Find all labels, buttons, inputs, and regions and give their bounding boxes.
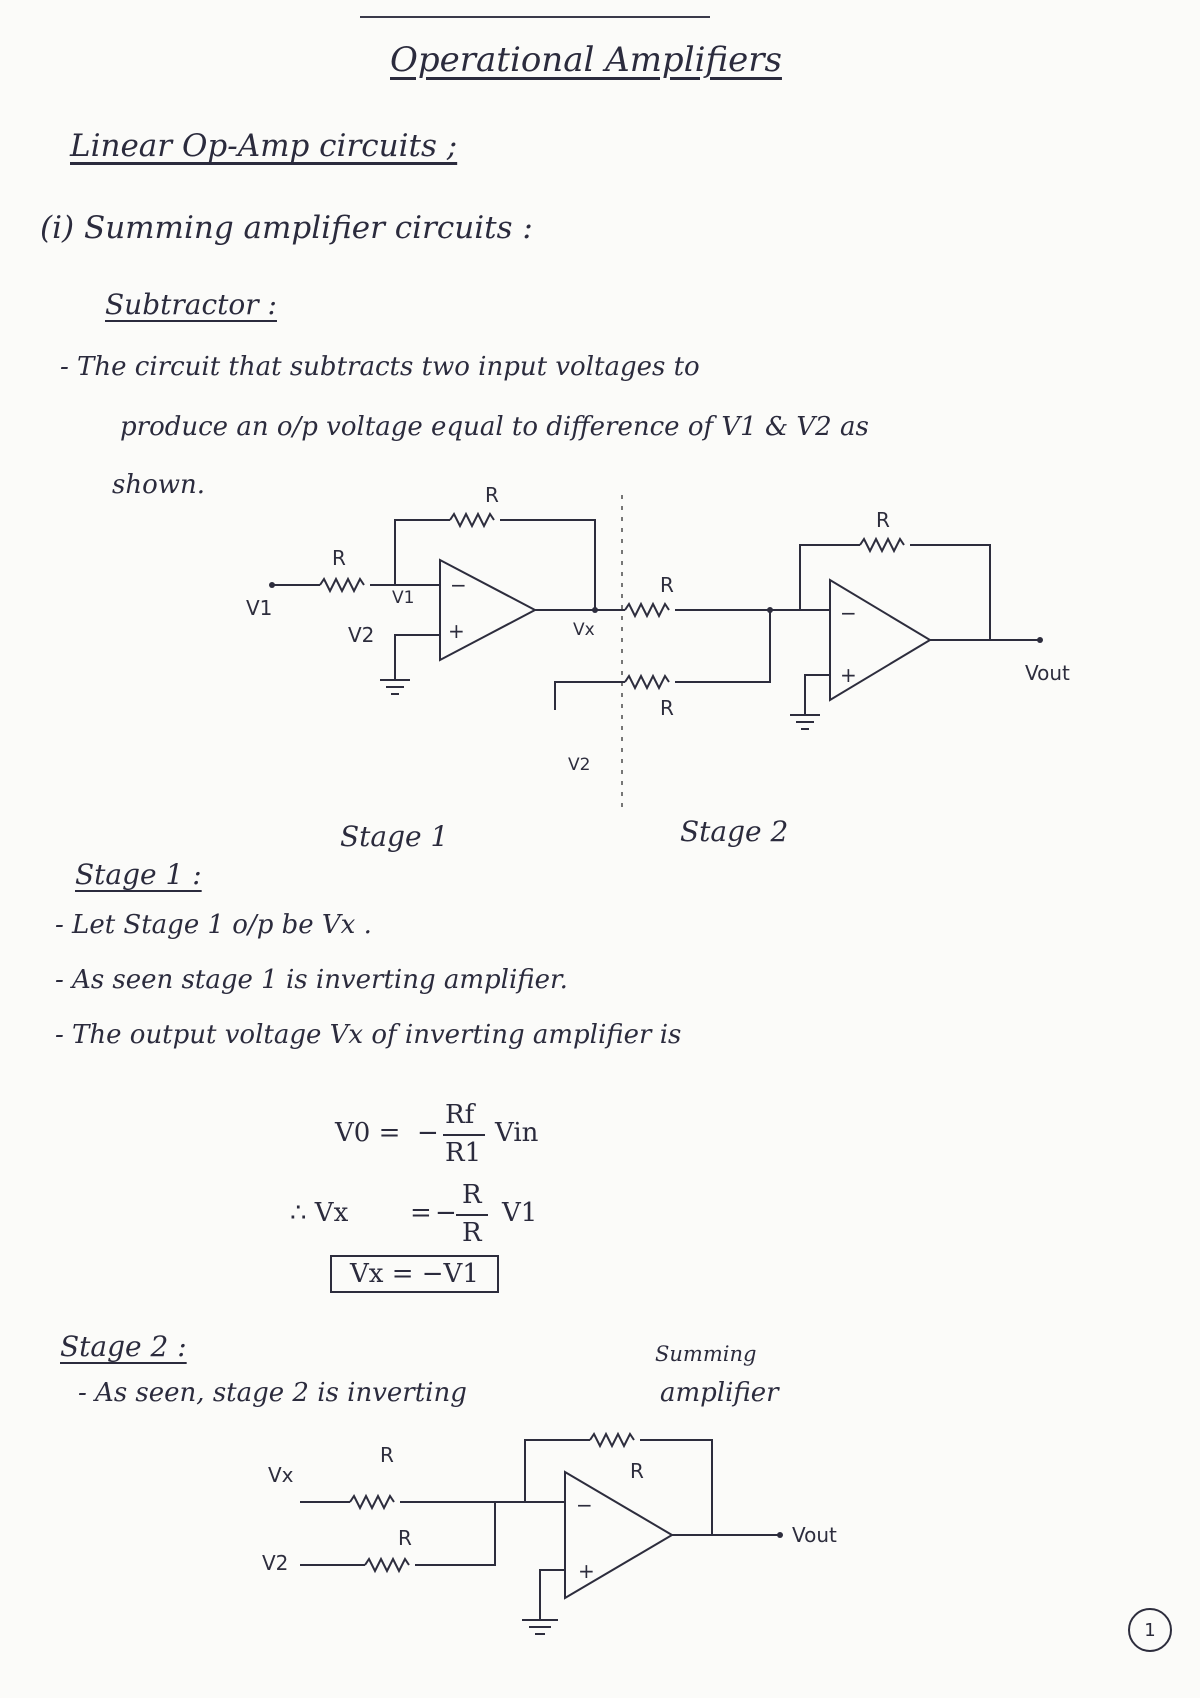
- stage1-heading: Stage 1 :: [75, 858, 202, 891]
- stage2-feedback-wire-right: [910, 544, 991, 640]
- stage1-diagram-label: Stage 1: [340, 820, 449, 853]
- s2-vx-resistor: [349, 1493, 395, 1511]
- stage1-input-resistor: [319, 576, 365, 594]
- s2-v2-r-label: R: [398, 1526, 412, 1550]
- eq1-denominator: R1: [445, 1138, 482, 1168]
- stage1-result-box: Vx = −V1: [330, 1255, 499, 1293]
- stage2-feedback-wire-left: [799, 544, 860, 610]
- page-title: Operational Amplifiers: [390, 40, 782, 80]
- s2-feedback-r-label: R: [630, 1459, 644, 1483]
- eq2-numerator: R: [462, 1180, 482, 1210]
- stage2-feedback-r-label: R: [876, 508, 890, 532]
- stage2-feedback-resistor: [859, 536, 905, 554]
- op-amp-1-plus: +: [448, 619, 465, 643]
- stage2-line-1b: amplifier: [660, 1378, 779, 1408]
- stage1-input-r-label: R: [332, 546, 346, 570]
- stage2-heading: Stage 2 :: [60, 1330, 187, 1363]
- page-number-circle: 1: [1128, 1608, 1172, 1652]
- v2-plus-label: V2: [348, 623, 374, 647]
- intro-line-1: - The circuit that subtracts two input v…: [60, 352, 700, 382]
- eq1-lhs: V0 =: [335, 1118, 401, 1148]
- op-amp-1-minus: −: [450, 573, 467, 597]
- subtractor-circuit-diagram: R R V1 V1 − + V2 Vx R R V2: [246, 483, 1070, 810]
- eq2-denominator: R: [462, 1218, 482, 1248]
- eq2-equals: =: [410, 1198, 432, 1228]
- topic-heading: Subtractor :: [105, 288, 277, 321]
- stage2-v2-join-wire: [675, 610, 771, 683]
- eq2-prefix: ∴ Vx: [290, 1198, 349, 1228]
- stage2-ground-wire: [804, 674, 830, 715]
- eq2-fraction-bar: [456, 1214, 488, 1216]
- eq1-rhs: Vin: [495, 1118, 539, 1148]
- vx-label: Vx: [573, 620, 595, 640]
- s2-feedback-wire-left: [524, 1439, 590, 1502]
- s2-v2-resistor: [364, 1556, 410, 1574]
- stage1-feedback-resistor: [449, 511, 495, 529]
- s2-op-amp-triangle: [564, 1470, 674, 1600]
- stage2-v2-input-wire: [554, 681, 625, 710]
- s2-feedback-wire-right: [640, 1439, 713, 1535]
- vout-label: Vout: [1025, 661, 1070, 685]
- stage1-feedback-r-label: R: [485, 483, 499, 507]
- s2-v2-label: V2: [262, 1551, 288, 1575]
- stage2-vx-resistor: [624, 601, 670, 619]
- s2-op-amp-plus: +: [578, 1559, 595, 1583]
- op-amp-1-triangle: [439, 558, 538, 662]
- section-heading: Linear Op-Amp circuits ;: [70, 128, 458, 164]
- eq2-minus: −: [435, 1198, 457, 1228]
- stage2-vx-r-label: R: [660, 573, 674, 597]
- s2-vx-r-label: R: [380, 1443, 394, 1467]
- op-amp-2-triangle: [829, 578, 932, 702]
- stage2-line-1a: - As seen, stage 2 is inverting: [78, 1378, 467, 1408]
- stage1-line-3: - The output voltage Vx of inverting amp…: [55, 1020, 682, 1050]
- s2-v2-join-wire: [415, 1502, 496, 1566]
- s2-vout-terminal: [777, 1532, 783, 1538]
- vout-terminal: [1037, 637, 1043, 643]
- v1-node-label: V1: [392, 588, 414, 608]
- noninverting-ground-wire: [394, 634, 440, 680]
- subsection-heading: (i) Summing amplifier circuits :: [40, 210, 533, 246]
- stage2-diagram-label: Stage 2: [680, 815, 789, 848]
- eq1-minus: −: [417, 1118, 439, 1148]
- eq2-rhs: V1: [502, 1198, 538, 1228]
- v1-input-label: V1: [246, 596, 272, 620]
- v2-input-label: V2: [568, 755, 590, 775]
- stage1-feedback-wire-left: [394, 519, 450, 585]
- eq1-numerator: Rf: [445, 1100, 475, 1130]
- s2-ground-wire: [539, 1569, 565, 1620]
- stage1-feedback-wire-right: [500, 519, 596, 610]
- stage2-summing-circuit-diagram: Vx R V2 R R − + Vout: [262, 1431, 837, 1635]
- intro-line-3: shown.: [112, 470, 206, 500]
- stage1-line-2: - As seen stage 1 is inverting amplifier…: [55, 965, 568, 995]
- eq1-fraction-bar: [443, 1134, 485, 1136]
- s2-op-amp-minus: −: [576, 1493, 593, 1517]
- s2-vx-label: Vx: [268, 1463, 294, 1487]
- stage2-v2-resistor: [624, 673, 670, 691]
- stage2-v2-r-label: R: [660, 696, 674, 720]
- top-rule: [360, 16, 710, 18]
- stage1-line-1: - Let Stage 1 o/p be Vx .: [55, 910, 372, 940]
- vx-node: [592, 607, 598, 613]
- op-amp-2-minus: −: [840, 601, 857, 625]
- stage2-summing-annotation: Summing: [655, 1342, 757, 1366]
- op-amp-2-plus: +: [840, 663, 857, 687]
- s2-feedback-resistor: [589, 1431, 635, 1449]
- intro-line-2: produce an o/p voltage equal to differen…: [120, 412, 869, 442]
- s2-vout-label: Vout: [792, 1523, 837, 1547]
